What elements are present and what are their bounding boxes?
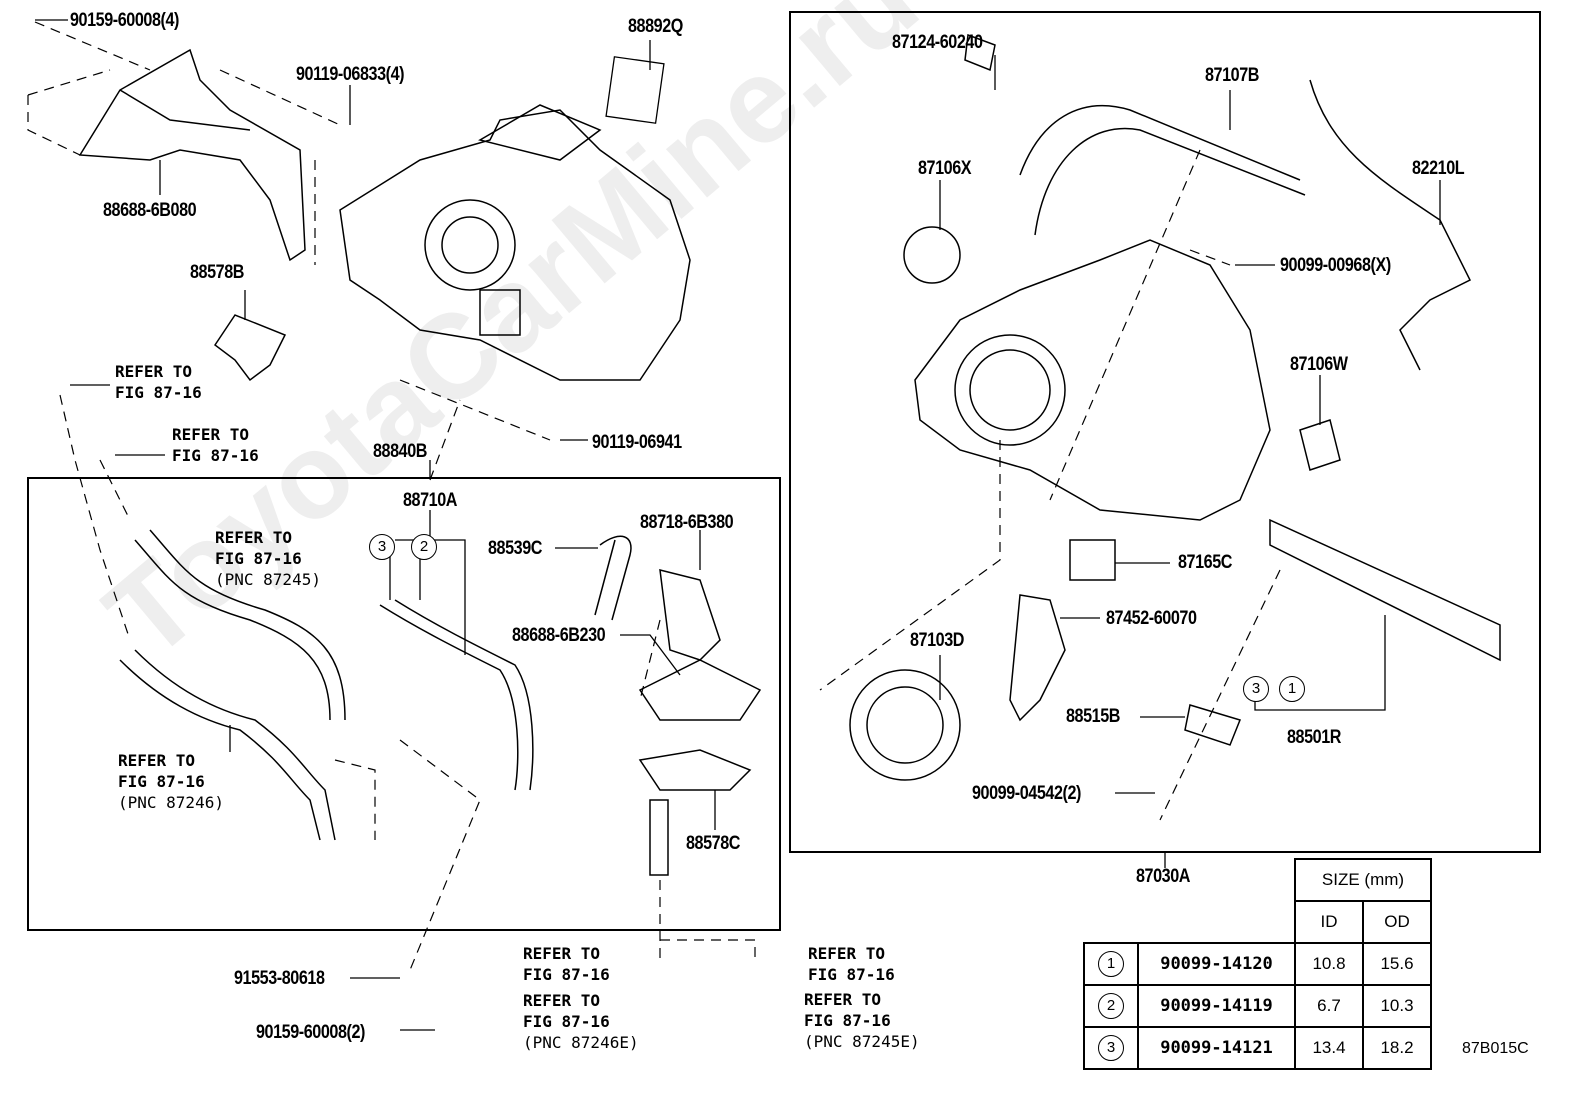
hoses-drawing [119,529,762,876]
frame-87030A [789,11,1541,853]
refer-note-5: REFER TO FIG 87-16 [523,943,610,985]
refer-note-3: REFER TO FIG 87-16 (PNC 87245) [215,527,321,590]
row-number-cell: 2 [1083,984,1139,1028]
part-number: 90099-14121 [1137,1026,1296,1070]
dashed-guides [27,21,1281,971]
refer-line: REFER TO [808,944,886,963]
id-value: 13.4 [1294,1026,1364,1070]
size-header: SIZE (mm) [1294,858,1432,902]
label-88501R: 88501R [1287,727,1342,748]
refer-line: REFER TO [523,991,601,1010]
label-88515B: 88515B [1066,706,1121,727]
row-number: 2 [1098,993,1124,1019]
label-87124-60240: 87124-60240 [892,32,983,53]
refer-line: REFER TO [118,751,196,770]
col-id-header: ID [1294,900,1364,944]
label-87106W: 87106W [1290,354,1348,375]
refer-line: REFER TO [215,528,293,547]
label-90159-60008-4: 90159-60008(4) [70,10,179,31]
fig-line: FIG 87-16 [118,772,205,791]
frame-88840B [27,477,781,931]
table-row: 3 90099-14121 13.4 18.2 [1083,1026,1432,1070]
label-88710A: 88710A [403,490,458,511]
od-value: 10.3 [1362,984,1432,1028]
pnc-line: (PNC 87245E) [804,1032,920,1051]
refer-note-7: REFER TO FIG 87-16 [808,943,895,985]
refer-note-1: REFER TO FIG 87-16 [115,361,202,403]
size-table-subheader-row: ID OD [1084,900,1432,944]
blank-cell [1084,859,1138,901]
table-row: 1 90099-14120 10.8 15.6 [1083,942,1432,986]
label-88578B: 88578B [190,262,245,283]
refer-note-4: REFER TO FIG 87-16 (PNC 87246) [118,750,224,813]
part-88578B-drawing [213,314,287,382]
blank-cell [1138,859,1295,901]
label-88840B: 88840B [373,441,428,462]
fig-line: FIG 87-16 [804,1011,891,1030]
refer-note-8: REFER TO FIG 87-16 (PNC 87245E) [804,989,920,1052]
refer-note-6: REFER TO FIG 87-16 (PNC 87246E) [523,990,639,1053]
id-value: 6.7 [1294,984,1364,1028]
fig-line: FIG 87-16 [523,965,610,984]
label-90119-06941: 90119-06941 [592,432,682,453]
pnc-line: (PNC 87245) [215,570,321,589]
row-number-cell: 1 [1083,942,1139,986]
pnc-line: (PNC 87246) [118,793,224,812]
row-number-cell: 3 [1083,1026,1139,1070]
label-87165C: 87165C [1178,552,1233,573]
bracket-88688-6B080-drawing [78,48,306,262]
label-88539C: 88539C [488,538,543,559]
label-87107B: 87107B [1205,65,1260,86]
label-90159-60008-2: 90159-60008(2) [256,1022,365,1043]
refer-line: REFER TO [804,990,882,1009]
part-number: 90099-14120 [1137,942,1296,986]
od-value: 15.6 [1362,942,1432,986]
label-88688-6B080: 88688-6B080 [103,200,197,221]
id-value: 10.8 [1294,942,1364,986]
part-number: 90099-14119 [1137,984,1296,1028]
hvac-unit-left-drawing [339,104,691,381]
fig-line: FIG 87-16 [215,549,302,568]
table-row: 2 90099-14119 6.7 10.3 [1083,984,1432,1028]
label-88688-6B230: 88688-6B230 [512,625,606,646]
fig-line: FIG 87-16 [523,1012,610,1031]
refer-line: REFER TO [523,944,601,963]
blank-cell [1084,901,1138,943]
callout-2-left: 2 [411,534,437,560]
label-90119-06833-4: 90119-06833(4) [296,64,405,85]
label-87106X: 87106X [918,158,972,179]
refer-note-2: REFER TO FIG 87-16 [172,424,259,466]
figure-code: 87B015C [1462,1040,1529,1057]
label-87030A: 87030A [1136,866,1191,887]
label-90099-04542-2: 90099-04542(2) [972,783,1081,804]
od-value: 18.2 [1362,1026,1432,1070]
row-number: 1 [1098,951,1124,977]
blank-cell [1138,901,1295,943]
label-90099-00968-X: 90099-00968(X) [1280,255,1391,276]
label-82210L: 82210L [1412,158,1465,179]
label-88578C: 88578C [686,833,741,854]
label-88892Q: 88892Q [628,16,683,37]
callout-1-right: 1 [1279,676,1305,702]
refer-line: REFER TO [172,425,250,444]
label-87103D: 87103D [910,630,965,651]
pnc-line: (PNC 87246E) [523,1033,639,1052]
label-88718-6B380: 88718-6B380 [640,512,734,533]
row-number: 3 [1098,1035,1124,1061]
label-87452-60070: 87452-60070 [1106,608,1197,629]
callout-3-left: 3 [369,534,395,560]
col-od-header: OD [1362,900,1432,944]
fig-line: FIG 87-16 [172,446,259,465]
refer-line: REFER TO [115,362,193,381]
fig-line: FIG 87-16 [808,965,895,984]
hvac-unit-right-drawing [849,33,1501,781]
size-table-header-row: SIZE (mm) [1084,858,1432,902]
label-91553-80618: 91553-80618 [234,968,325,989]
fig-line: FIG 87-16 [115,383,202,402]
callout-3-right: 3 [1243,676,1269,702]
filter-88892Q-drawing [605,56,665,124]
size-table: SIZE (mm) ID OD 1 90099-14120 10.8 15.6 … [1083,858,1432,1070]
